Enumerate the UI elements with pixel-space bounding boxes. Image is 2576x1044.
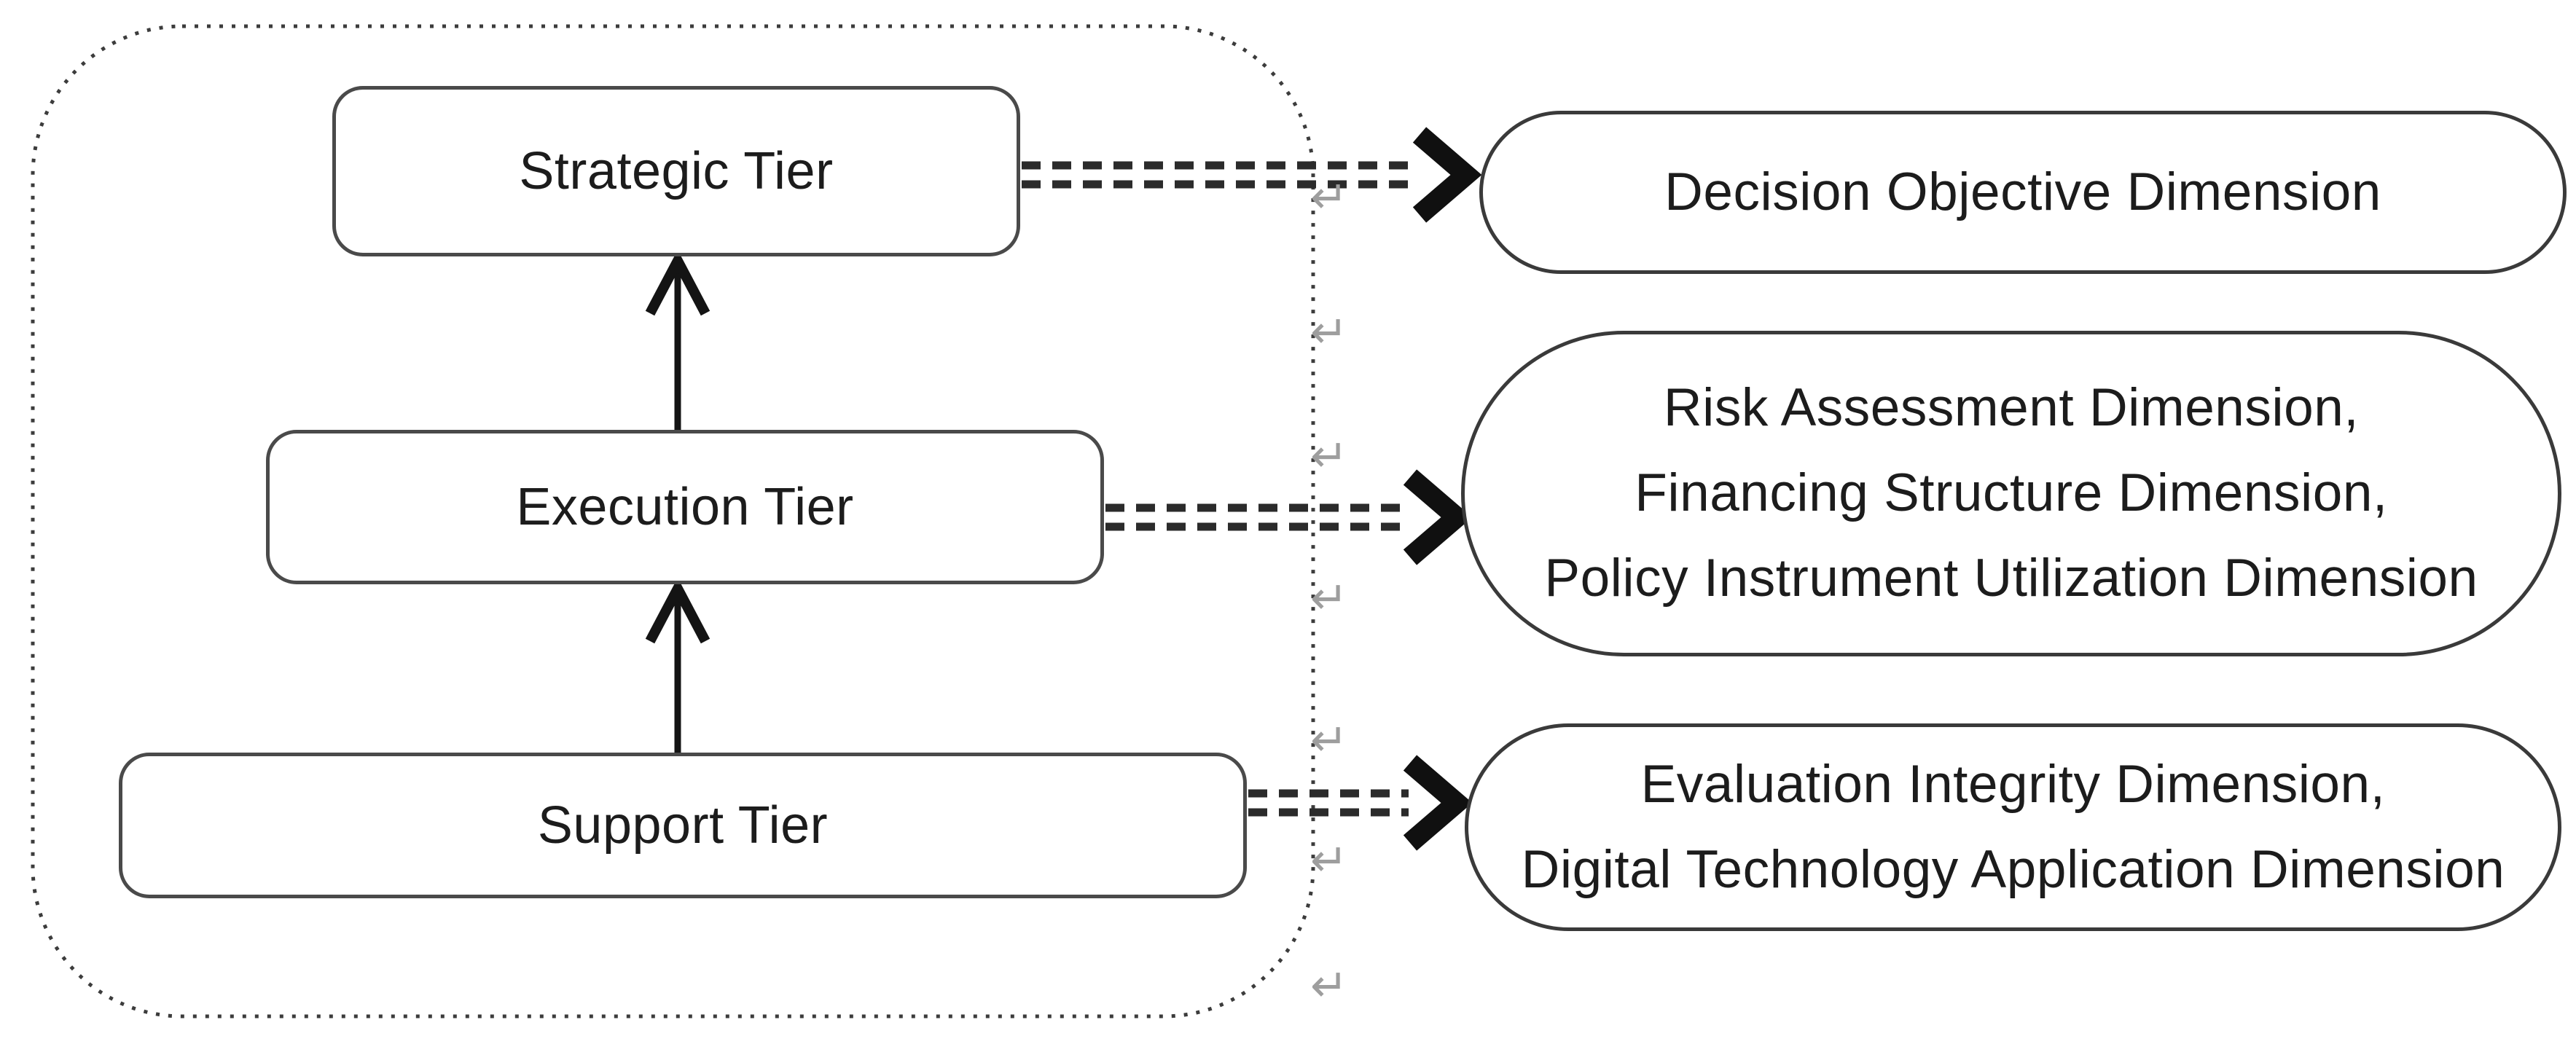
line-break-marker: ↵: [1310, 713, 1348, 766]
oval-line: Digital Technology Application Dimension: [1521, 839, 2505, 899]
dimension-oval-execution-dimensions: Risk Assessment Dimension, Financing Str…: [1461, 331, 2561, 656]
tier-box-support: Support Tier: [119, 753, 1247, 898]
dashed-arrow-support-to-dimensions: [1248, 755, 1473, 851]
dimension-oval-support-dimensions: Evaluation Integrity Dimension, Digital …: [1465, 723, 2561, 931]
oval-line: Decision Objective Dimension: [1664, 162, 2381, 221]
oval-line: Policy Instrument Utilization Dimension: [1544, 548, 2478, 608]
line-break-marker: ↵: [1310, 571, 1348, 624]
line-break-marker: ↵: [1310, 170, 1348, 224]
arrow-support-to-execution: [645, 578, 710, 753]
tier-box-label: Strategic Tier: [519, 142, 834, 200]
oval-line: Evaluation Integrity Dimension,: [1640, 754, 2386, 814]
line-break-marker: ↵: [1310, 959, 1348, 1012]
tier-box-execution: Execution Tier: [266, 430, 1104, 584]
line-break-marker: ↵: [1310, 833, 1348, 887]
oval-line: Risk Assessment Dimension,: [1663, 378, 2360, 438]
dashed-arrow-strategic-to-dimension: [1022, 127, 1482, 223]
oval-line: Financing Structure Dimension,: [1635, 463, 2388, 523]
line-break-marker: ↵: [1310, 305, 1348, 358]
arrowhead-chevron: [1403, 755, 1473, 851]
arrowhead-chevron: [1403, 469, 1473, 565]
tier-box-label: Support Tier: [537, 796, 829, 855]
tier-box-strategic: Strategic Tier: [332, 86, 1020, 256]
arrowhead-chevron: [1412, 127, 1482, 223]
tier-group-dotted-frame: [31, 24, 1315, 1019]
dimension-oval-decision-objective: Decision Objective Dimension: [1479, 111, 2567, 274]
tier-box-label: Execution Tier: [516, 478, 854, 536]
line-break-marker: ↵: [1310, 429, 1348, 482]
dashed-arrow-execution-to-dimensions: [1105, 469, 1473, 565]
arrow-execution-to-strategic: [645, 250, 710, 430]
